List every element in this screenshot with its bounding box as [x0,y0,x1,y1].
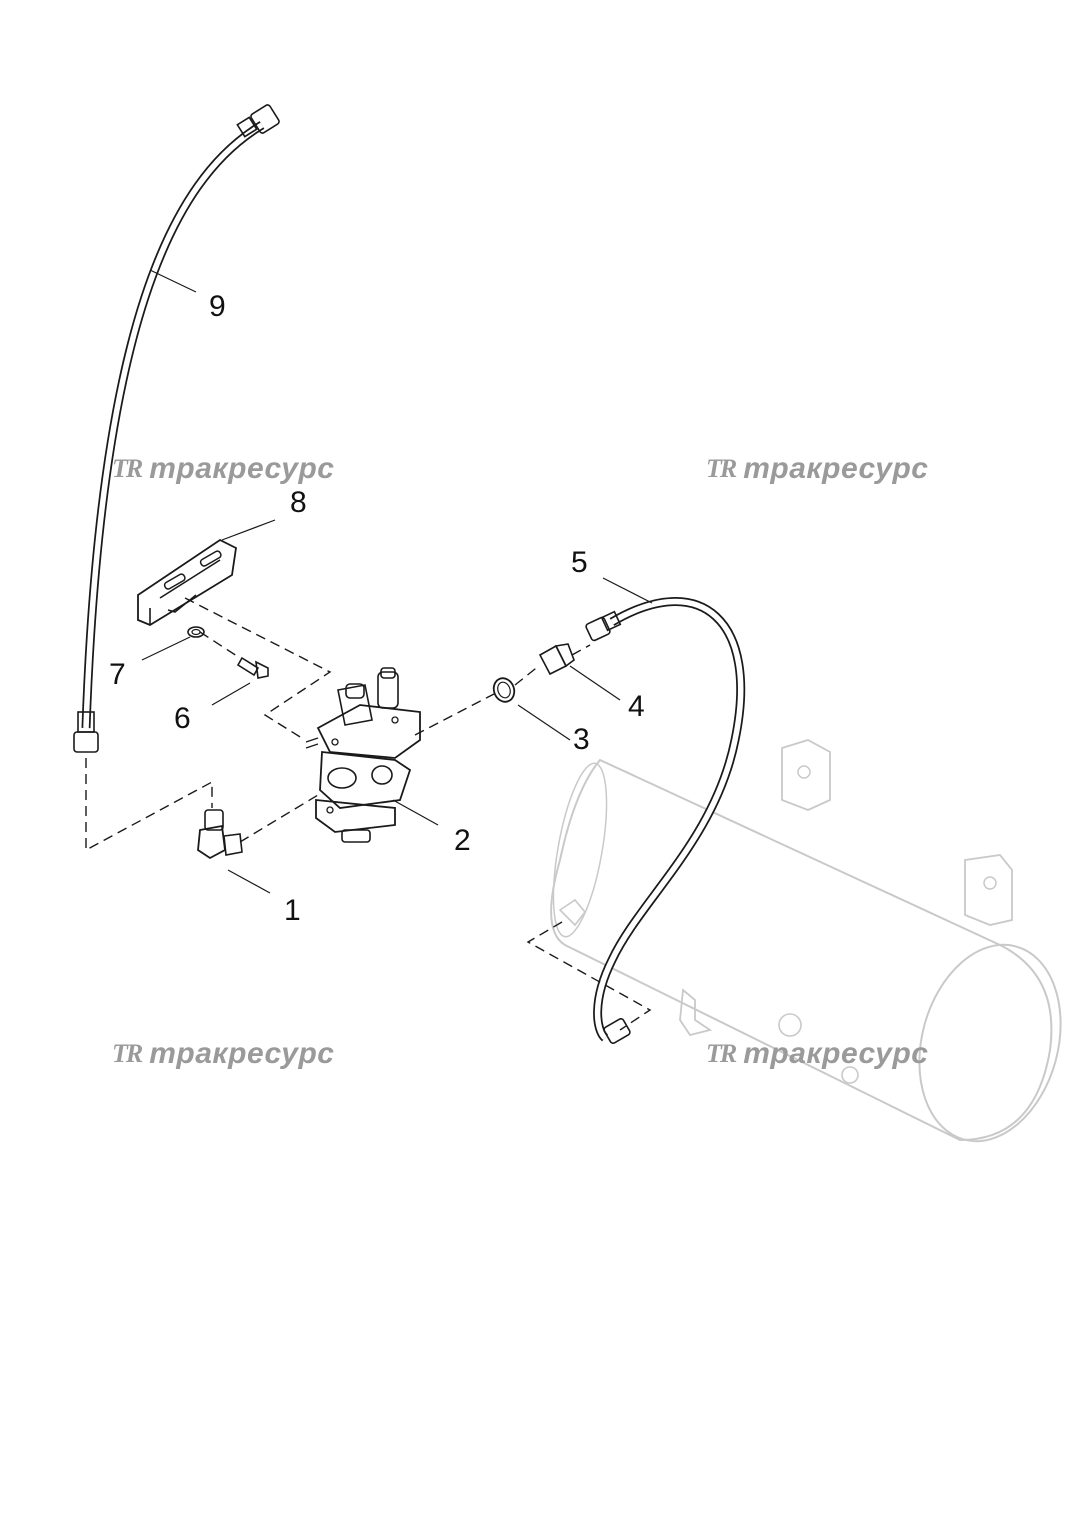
callout-3: 3 [573,723,590,756]
callout-4: 4 [628,690,645,723]
watermark-top-left: TR тракресурс [112,452,334,486]
elbow-fitting-1 [197,809,243,860]
bolt-6 [236,656,269,679]
washer-7 [187,626,205,638]
callout-7: 7 [109,658,126,691]
connector-4 [538,643,575,676]
watermark-text: тракресурс [743,1037,929,1070]
watermark-bottom-left: TR тракресурс [112,1037,334,1071]
hose-9 [73,104,280,753]
valve-2 [305,667,421,843]
bracket-8 [137,538,237,627]
watermark-text: тракресурс [149,452,335,485]
watermark-text: тракресурс [743,452,929,485]
watermark-logo-icon: TR [112,454,143,483]
watermark-text: тракресурс [149,1037,335,1070]
callout-5: 5 [571,546,588,579]
leader-lines [141,269,653,894]
hose-5 [585,597,746,1044]
callout-1: 1 [284,894,301,927]
watermark-logo-icon: TR [112,1039,143,1068]
watermark-bottom-right: TR тракресурс [706,1037,928,1071]
callout-9: 9 [209,290,226,323]
watermark-logo-icon: TR [706,454,737,483]
watermark-logo-icon: TR [706,1039,737,1068]
callout-2: 2 [454,824,471,857]
assembly-lines [85,597,652,1031]
callout-6: 6 [174,702,191,735]
air-tank [550,739,1062,1143]
o-ring-3 [492,677,516,703]
watermark-top-right: TR тракресурс [706,452,928,486]
callout-8: 8 [290,486,307,519]
